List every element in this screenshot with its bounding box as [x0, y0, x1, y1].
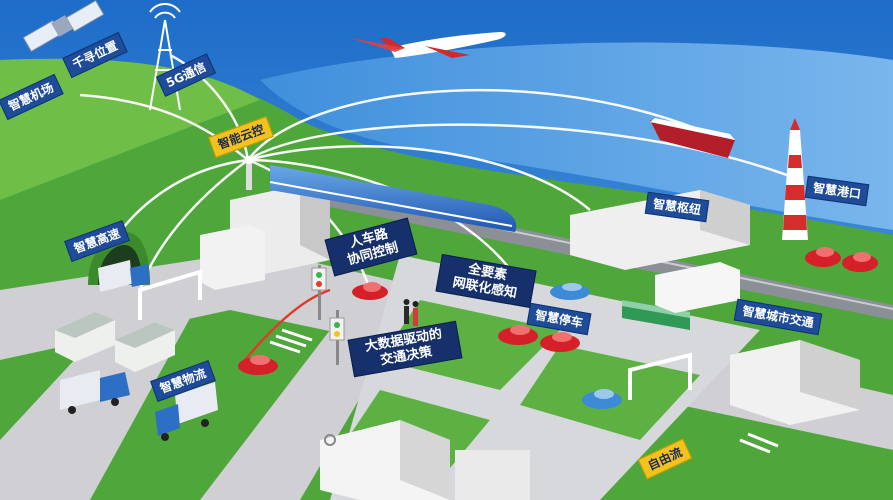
cars — [238, 247, 878, 409]
toll-gate-icon — [138, 269, 692, 400]
traffic-light-icon — [311, 265, 345, 365]
truck-icon-1 — [60, 370, 130, 414]
truck-icon-3 — [98, 260, 150, 292]
car-icon — [238, 355, 278, 375]
grass-block-1 — [380, 300, 560, 390]
car-icon — [805, 247, 841, 267]
data-center-building — [320, 420, 530, 500]
bus-icon — [622, 300, 690, 330]
sea — [260, 42, 893, 230]
satellite-icon — [22, 0, 105, 53]
lighthouse-icon — [782, 118, 808, 240]
crosswalk — [269, 328, 779, 454]
airplane-icon — [350, 32, 506, 58]
5g-tower-icon — [149, 3, 181, 111]
pedestrians — [403, 299, 419, 326]
cross-road — [200, 330, 400, 500]
truck-icon-2 — [155, 382, 218, 441]
warehouses — [55, 312, 175, 372]
cloud-control-buildings — [200, 156, 330, 290]
car-icon — [498, 325, 538, 345]
ship-icon — [650, 118, 735, 158]
city-buildings — [655, 262, 860, 425]
car-icon — [352, 282, 388, 300]
car-icon — [842, 252, 878, 272]
bullet-train-icon — [269, 165, 517, 232]
car-icon — [540, 332, 580, 352]
car-icon — [582, 389, 622, 409]
car-icon — [550, 283, 590, 300]
grass-light — [0, 58, 260, 201]
